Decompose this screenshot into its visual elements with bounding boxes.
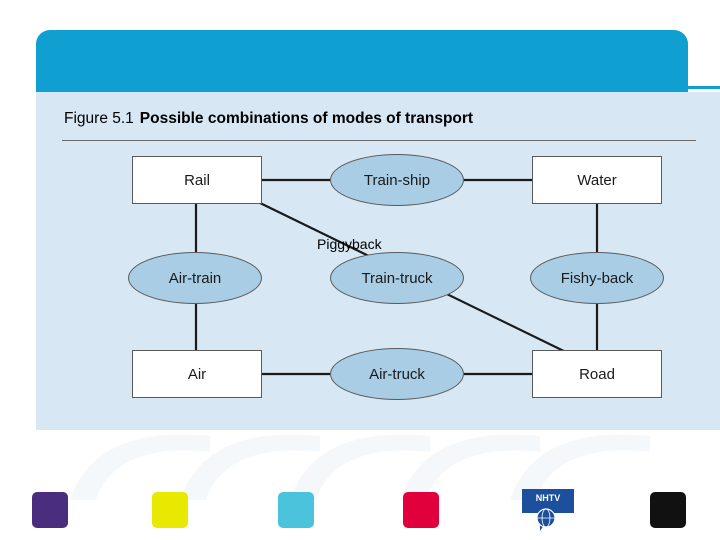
chip-purple xyxy=(32,492,68,528)
node-label: Air-truck xyxy=(369,365,425,383)
node-label: Train-truck xyxy=(361,269,433,287)
node-label: Road xyxy=(579,365,615,383)
node-label: Water xyxy=(577,171,617,189)
node-air-truck[interactable]: Air-truck xyxy=(330,348,464,400)
figure-title-rule xyxy=(62,140,696,141)
node-label: Air xyxy=(187,365,207,383)
chip-cyan xyxy=(278,492,314,528)
chip-red xyxy=(403,492,439,528)
node-train-truck[interactable]: Train-truck xyxy=(330,252,464,304)
node-label: Air-train xyxy=(168,269,222,287)
chip-yellow xyxy=(152,492,188,528)
edge-label-piggyback: Piggyback xyxy=(317,236,382,252)
node-train-ship[interactable]: Train-ship xyxy=(330,154,464,206)
transport-modes-diagram: Rail Train-ship Water Air-train Train-tr… xyxy=(62,148,696,416)
figure-title-text: Possible combinations of modes of transp… xyxy=(139,110,474,127)
node-air[interactable]: Air xyxy=(132,350,262,398)
node-water[interactable]: Water xyxy=(532,156,662,204)
chip-black xyxy=(650,492,686,528)
node-label: Fishy-back xyxy=(560,269,634,287)
nhtv-logo: NHTV xyxy=(518,487,578,533)
node-fishy-back[interactable]: Fishy-back xyxy=(530,252,664,304)
figure-number: Figure 5.1 xyxy=(64,110,134,127)
figure-panel: Figure 5.1 Possible combinations of modes… xyxy=(36,92,720,430)
svg-text:NHTV: NHTV xyxy=(536,493,561,503)
slide-top-banner xyxy=(36,30,688,92)
node-label: Train-ship xyxy=(363,171,431,189)
watermark-swoosh xyxy=(60,430,680,510)
node-air-train[interactable]: Air-train xyxy=(128,252,262,304)
node-label: Rail xyxy=(184,171,210,189)
node-rail[interactable]: Rail xyxy=(132,156,262,204)
slide-banner-underline xyxy=(36,86,720,89)
node-road[interactable]: Road xyxy=(532,350,662,398)
figure-caption: Figure 5.1 Possible combinations of modes… xyxy=(64,110,694,128)
